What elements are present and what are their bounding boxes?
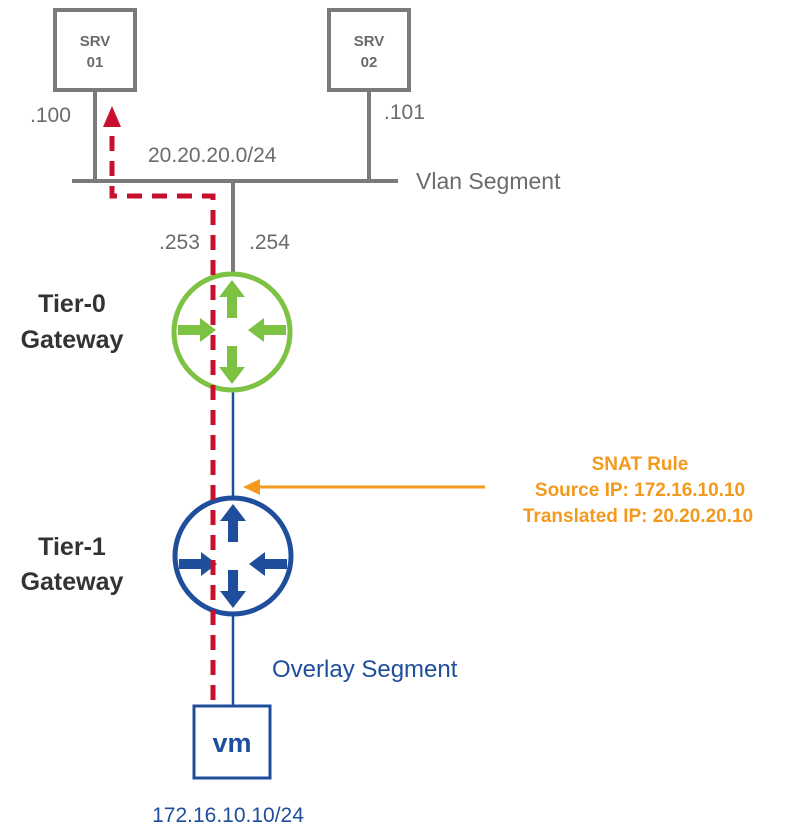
- vm-ip: 172.16.10.10/24: [152, 804, 304, 827]
- snat-source-ip: Source IP: 172.16.10.10: [535, 480, 745, 501]
- overlay-segment-label: Overlay Segment: [272, 656, 458, 683]
- srv01-label-line2: 01: [87, 54, 104, 71]
- snat-arrowhead: [243, 479, 260, 495]
- server-srv01: SRV 01: [53, 8, 137, 92]
- traffic-path-dashed: [109, 122, 216, 700]
- server-srv02: SRV 02: [327, 8, 411, 92]
- tier1-router-icon: [172, 495, 294, 617]
- tier0-label-line2: Gateway: [21, 326, 124, 354]
- srv01-label-line1: SRV: [80, 33, 111, 50]
- vm-label: vm: [212, 728, 251, 758]
- tier0-label-line1: Tier-0: [38, 290, 106, 318]
- tier0-router-icon: [171, 271, 293, 393]
- uplink-ip-253: .253: [159, 231, 200, 254]
- srv02-ip: .101: [384, 101, 425, 124]
- uplink-ip-254: .254: [249, 231, 290, 254]
- srv02-label-line1: SRV: [354, 33, 385, 50]
- srv02-label-line2: 02: [361, 54, 378, 71]
- srv01-ip: .100: [30, 104, 71, 127]
- tier1-label-line2: Gateway: [21, 568, 124, 596]
- snat-rule-title: SNAT Rule: [592, 454, 689, 475]
- vlan-subnet: 20.20.20.0/24: [148, 144, 277, 167]
- vlan-segment-label: Vlan Segment: [416, 168, 561, 194]
- vm-node: vm: [192, 704, 272, 780]
- traffic-path-arrowhead: [103, 106, 121, 127]
- tier1-label-line1: Tier-1: [38, 533, 106, 561]
- snat-translated-ip: Translated IP: 20.20.20.10: [523, 506, 753, 527]
